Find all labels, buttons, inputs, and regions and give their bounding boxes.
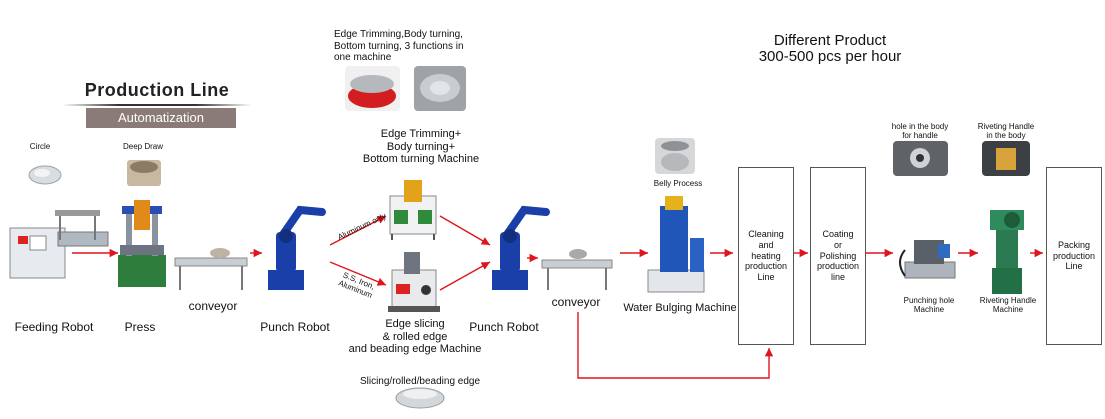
water-bulging-machine [647,196,705,293]
slicing-pot-image [395,387,445,409]
punching-hole-label: Punching hole Machine [903,296,955,315]
arrow-robot-to-trim [329,215,387,246]
rivet-caption: Riveting Handle in the body [977,122,1035,141]
arrow-slice-to-robot2 [439,261,491,291]
header-rate: 300-500 pcs per hour [758,48,902,65]
slicing-caption: Slicing/rolled/beading edge [359,376,481,387]
circle-label: Circle [29,142,51,151]
rivet-image [982,141,1030,176]
conveyor-2 [541,249,613,290]
coating-polishing-line-box: Coating or Polishing production line [810,167,866,345]
punch-robot-1 [268,205,326,290]
arrow-trim-to-robot2 [439,215,491,246]
title-divider [62,104,252,106]
press-label: Press [124,320,156,334]
three-functions-caption: Edge Trimming,Body turning, Bottom turni… [334,29,464,63]
riveting-handle-machine [990,210,1024,294]
slice-machine-label: Edge slicing & rolled edge and beading e… [348,318,482,356]
feeding-robot-machine [9,210,109,279]
conveyor-1 [174,248,248,290]
punching-hole-machine [899,240,956,279]
trim-machine [389,180,437,240]
punch-robot-1-label: Punch Robot [260,320,330,334]
hole-image [893,141,948,176]
red-pot-image [345,66,400,111]
arrow-bypass-to-cleaning [577,312,774,379]
slice-machine [388,252,440,312]
page-title: Production Line [84,80,230,100]
riveting-handle-label: Riveting Handle Machine [979,296,1037,315]
conveyor-1-label: conveyor [188,299,238,313]
belly-process-label: Belly Process [653,179,703,188]
water-bulging-label: Water Bulging Machine [623,302,737,314]
trim-machine-label: Edge Trimming+ Body turning+ Bottom turn… [362,128,480,166]
deep-draw-label: Deep Draw [122,142,163,151]
automatization-banner: Automatization [86,108,236,128]
punch-robot-2 [492,205,550,290]
cleaning-heating-line-box: Cleaning and heating production Line [738,167,794,345]
punch-robot-2-label: Punch Robot [469,320,539,334]
packing-line-box: Packing production Line [1046,167,1102,345]
header-different-product: Different Product [773,32,887,49]
belly-process-image [655,138,695,174]
production-line-title-block: Production Line [62,80,252,109]
feeding-robot-label: Feeding Robot [14,320,94,334]
hole-caption: hole in the body for handle [891,122,949,141]
steel-pot-image [414,66,466,111]
conveyor-2-label: conveyor [551,295,601,309]
deep-draw-image [127,160,161,186]
arrow-robot-to-slice [329,261,387,286]
press-machine [118,200,166,287]
circle-blank-image [28,165,62,185]
